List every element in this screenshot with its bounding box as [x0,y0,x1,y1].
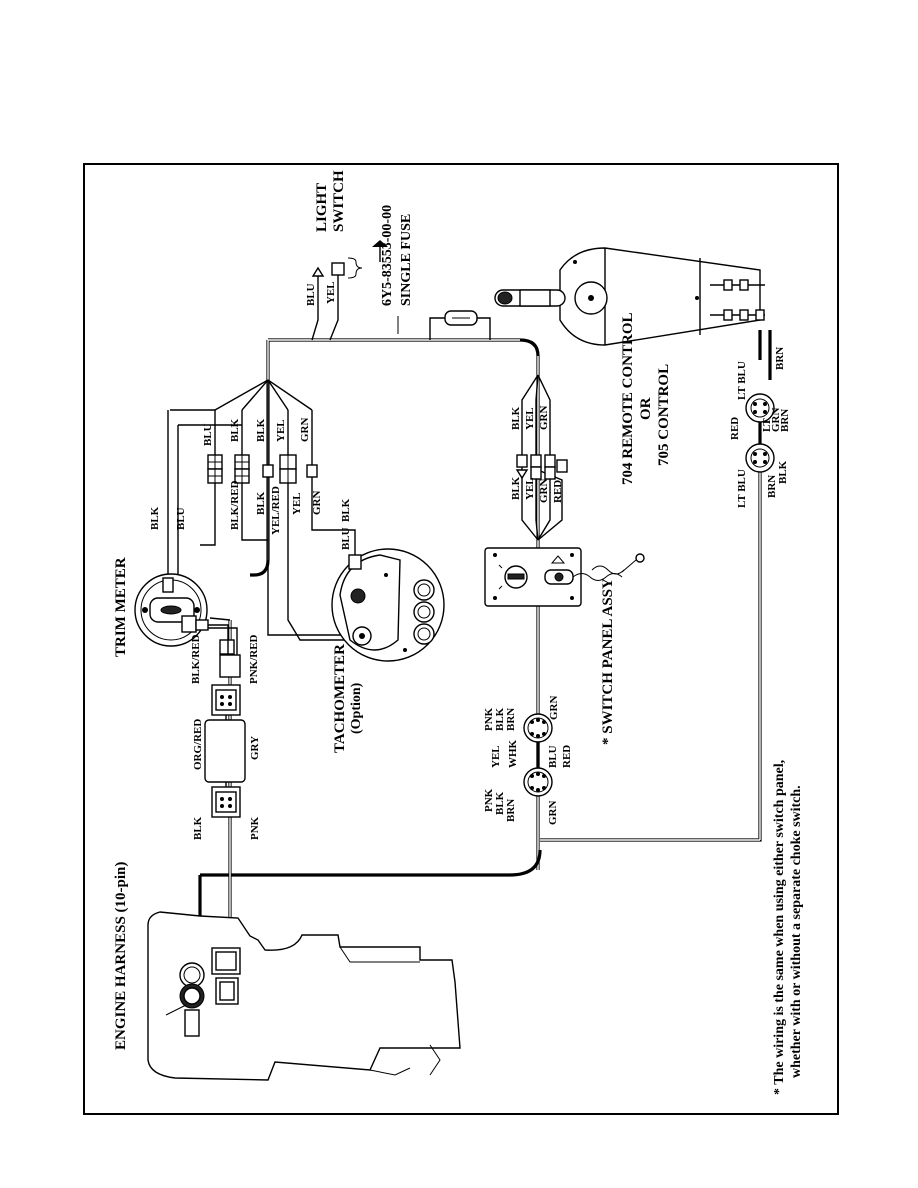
trim-wire-blu: BLU [175,507,187,530]
trim-wire-pnk-red: PNK/RED [248,634,260,684]
remote-control [494,247,772,380]
upper-top-grn: GRN [299,418,311,443]
remote-wire-brn-b: BRN [779,409,791,432]
remote-wire-brn-c: BRN [766,475,778,498]
upper-top-yel: YEL [275,419,287,442]
plug-b-grn: GRN [547,801,559,826]
tachometer [331,548,445,662]
plug-b-blk: BLK [494,791,506,815]
plug-b-brn: BRN [505,799,517,822]
harness-gry: GRY [249,736,261,760]
light-wire-blu: BLU [305,283,317,306]
upper-bottom-yel-red: YEL/RED [270,486,282,535]
fuse-label: SINGLE FUSE [399,214,414,306]
upper-top-blk-1: BLK [229,418,241,442]
remote-control-label-1: 704 REMOTE CONTROL [620,312,636,485]
trim-harness [204,654,246,818]
switch-connector-block [515,454,568,480]
outboard-engine [147,911,461,1081]
remote-wire-blk: BLK [777,460,789,484]
remote-wire-red: RED [729,417,741,440]
plug-b [523,767,553,797]
upper-top-blk-2: BLK [255,418,267,442]
upper-bottom-blk-red: BLK/RED [229,480,241,530]
upper-bottom-grn: GRN [311,491,323,516]
tach-wire-blu: BLU [340,527,352,550]
light-switch-label-2: SWITCH [331,170,347,232]
harness-org-red: ORG/RED [192,719,204,770]
trim-meter [134,573,238,660]
switch-bottom-grn: GRN [538,479,550,504]
upper-bottom-yel: YEL [291,492,303,515]
remote-wire-brn-a: BRN [774,347,786,370]
harness-pnk: PNK [249,816,261,840]
upper-connector-block [207,454,318,484]
upper-bottom-blk-2: BLK [340,498,352,522]
plug-a-pnk: PNK [483,707,495,731]
plug-b-pnk: PNK [483,788,495,812]
switch-top-grn: GRN [538,406,550,431]
fuse [397,310,491,340]
mid-wire-yel: YEL [490,745,502,768]
footnote-line-2: whether with or without a separate choke… [789,785,804,1078]
diagram-frame [83,163,839,1115]
remote-wire-lt-blu-b: LT BLU [736,469,748,508]
remote-plug-lower [745,443,775,473]
switch-top-yel: YEL [524,407,536,430]
trim-meter-label: TRIM METER [113,557,129,657]
plug-a-grn: GRN [548,696,560,721]
remote-wire-grn: GRN [770,408,782,433]
tachometer-label: TACHOMETER [332,644,348,753]
mid-wire-red: RED [561,745,573,768]
switch-top-blk: BLK [510,406,522,430]
trim-wire-blk-red: BLK/RED [190,634,202,684]
light-switch-label-1: LIGHT [314,183,330,232]
remote-control-label-3: 705 CONTROL [656,364,672,466]
mid-wire-whk: WHK [507,739,519,768]
switch-bottom-blk: BLK [510,476,522,500]
footnote-line-1: * The wiring is the same when using eith… [772,760,787,1095]
light-wire-yel: YEL [325,281,337,304]
remote-control-label-2: OR [638,397,654,420]
wire-fan-switch [521,374,563,541]
switch-panel-label: * SWITCH PANEL ASSY [600,578,616,745]
plug-a-blk: BLK [494,707,506,731]
light-switch-arrow [372,240,388,247]
mid-wire-blu: BLU [547,745,559,768]
harness-blk: BLK [192,816,204,840]
light-switch-wires [311,257,363,341]
fuse-part-number: 6Y5-83553-00-00 [380,205,395,306]
engine-harness-label: ENGINE HARNESS (10-pin) [113,862,129,1050]
remote-wire-lt: LT [761,418,773,432]
switch-panel [484,547,645,607]
remote-wire-lt-blu-a: LT BLU [736,361,748,400]
switch-bottom-red: RED [552,480,564,503]
remote-plug-upper [745,393,775,423]
switch-bottom-yel: YEL [524,477,536,500]
trim-meter-wires [167,409,242,621]
plug-a-brn: BRN [505,708,517,731]
upper-bottom-blk: BLK [255,491,267,515]
trim-wire-blk: BLK [149,506,161,530]
tachometer-option: (Option) [349,682,364,734]
upper-top-blu: BLU [202,423,214,446]
